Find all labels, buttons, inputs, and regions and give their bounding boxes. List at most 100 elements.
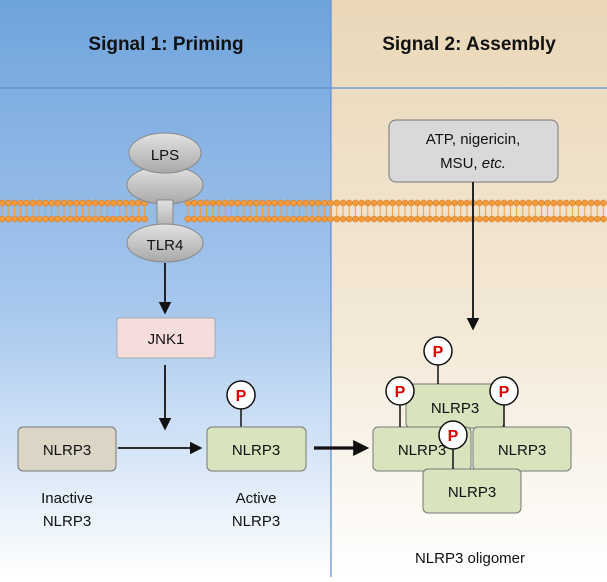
lipid-head bbox=[265, 215, 272, 223]
lipid-head bbox=[426, 199, 434, 207]
inactive-nlrp3-label: NLRP3 bbox=[43, 442, 91, 459]
lipid-head bbox=[352, 199, 359, 207]
lipid-head bbox=[544, 215, 551, 223]
lipid-head bbox=[141, 215, 148, 223]
lipid-head bbox=[345, 199, 353, 207]
lipid-head bbox=[135, 199, 142, 207]
lipid-head bbox=[519, 199, 527, 207]
oligomer-right-label: NLRP3 bbox=[498, 442, 546, 459]
lipid-head bbox=[234, 215, 241, 223]
lipid-head bbox=[4, 215, 12, 223]
lipid-head bbox=[11, 199, 18, 207]
lipid-head bbox=[54, 215, 62, 223]
inactive-caption-line1: Inactive bbox=[41, 490, 93, 507]
lipid-head bbox=[271, 199, 279, 207]
lipid-head bbox=[283, 215, 291, 223]
lps-ligand: LPS bbox=[128, 132, 202, 174]
lipid-head bbox=[104, 215, 111, 223]
lipid-head bbox=[587, 215, 595, 223]
lipid-head bbox=[513, 215, 520, 223]
phospho-label: P bbox=[395, 384, 406, 401]
active-caption-line2: NLRP3 bbox=[232, 513, 280, 530]
lipid-head bbox=[221, 199, 229, 207]
lipid-head bbox=[457, 199, 465, 207]
lipid-head bbox=[302, 215, 310, 223]
lipid-head bbox=[488, 199, 496, 207]
lipid-head bbox=[507, 199, 514, 207]
lipid-head bbox=[321, 215, 328, 223]
lipid-head bbox=[85, 215, 93, 223]
lipid-head bbox=[389, 199, 396, 207]
lipid-head bbox=[79, 215, 86, 223]
lipid-head bbox=[500, 215, 508, 223]
lipid-head bbox=[73, 215, 80, 223]
lipid-head bbox=[463, 215, 471, 223]
lipid-head bbox=[507, 215, 514, 223]
phospho-label: P bbox=[236, 388, 247, 405]
lipid-head bbox=[395, 199, 403, 207]
phospho-label: P bbox=[433, 344, 444, 361]
lipid-head bbox=[283, 199, 291, 207]
lipid-head bbox=[562, 199, 570, 207]
lipid-head bbox=[345, 215, 353, 223]
lipid-head bbox=[277, 199, 285, 207]
lipid-head bbox=[376, 199, 384, 207]
phospho-label: P bbox=[448, 428, 459, 445]
signal1-title: Signal 1: Priming bbox=[88, 34, 243, 55]
lps-label: LPS bbox=[151, 147, 179, 164]
lipid-head bbox=[339, 215, 347, 223]
lipid-head bbox=[364, 215, 372, 223]
stimuli-line2: MSU, etc. bbox=[440, 155, 506, 172]
lipid-head bbox=[513, 199, 520, 207]
lipid-head bbox=[228, 215, 235, 223]
oligomer-caption: NLRP3 oligomer bbox=[415, 550, 525, 567]
lipid-head bbox=[550, 215, 558, 223]
lipid-head bbox=[314, 199, 322, 207]
lipid-head bbox=[333, 199, 341, 207]
lipid-head bbox=[116, 215, 124, 223]
lipid-head bbox=[110, 215, 117, 223]
lipid-head bbox=[197, 199, 204, 207]
lipid-head bbox=[383, 215, 390, 223]
lipid-head bbox=[203, 199, 210, 207]
lipid-head bbox=[445, 215, 452, 223]
lipid-head bbox=[538, 215, 545, 223]
lipid-head bbox=[519, 215, 527, 223]
lipid-head bbox=[407, 199, 415, 207]
lipid-head bbox=[389, 215, 396, 223]
lipid-head bbox=[66, 215, 74, 223]
lipid-head bbox=[581, 215, 589, 223]
lipid-head bbox=[420, 215, 427, 223]
lipid-head bbox=[593, 215, 601, 223]
lipid-head bbox=[17, 215, 24, 223]
oligomer-bottom-label: NLRP3 bbox=[448, 484, 496, 501]
phospho-marker-oligomer-top: P bbox=[423, 336, 453, 384]
lipid-head bbox=[246, 199, 254, 207]
lipid-head bbox=[525, 199, 533, 207]
lipid-head bbox=[234, 199, 241, 207]
lipid-head bbox=[97, 215, 105, 223]
lipid-head bbox=[414, 199, 421, 207]
phospho-marker-active: P bbox=[226, 380, 256, 427]
lipid-head bbox=[401, 199, 409, 207]
lipid-head bbox=[110, 199, 117, 207]
lipid-head bbox=[290, 199, 297, 207]
lipid-head bbox=[370, 199, 378, 207]
lipid-head bbox=[48, 215, 55, 223]
lipid-head bbox=[376, 215, 384, 223]
jnk1-label: JNK1 bbox=[148, 331, 185, 348]
lipid-head bbox=[327, 199, 334, 207]
lipid-head bbox=[358, 215, 365, 223]
lipid-head bbox=[265, 199, 272, 207]
lipid-head bbox=[29, 199, 37, 207]
lipid-head bbox=[550, 199, 558, 207]
lipid-head bbox=[128, 215, 136, 223]
lipid-head bbox=[383, 199, 390, 207]
lipid-head bbox=[531, 199, 539, 207]
lipid-head bbox=[600, 215, 607, 223]
lipid-head bbox=[122, 199, 130, 207]
lipid-head bbox=[215, 199, 223, 207]
oligomer-top-label: NLRP3 bbox=[431, 400, 479, 417]
lipid-head bbox=[277, 215, 285, 223]
